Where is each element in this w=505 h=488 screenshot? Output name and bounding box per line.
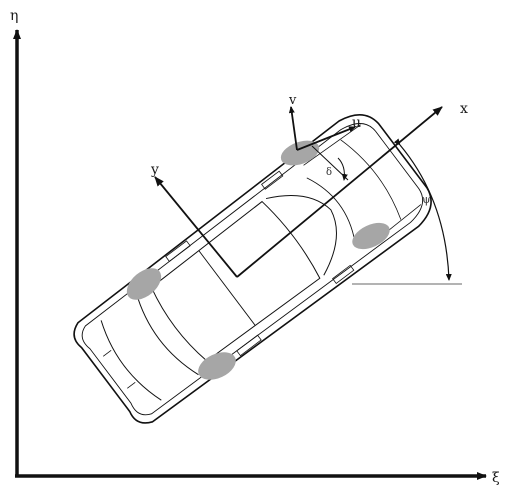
wheel-rear-left: [126, 268, 162, 300]
v-label: v: [288, 93, 297, 108]
wheel-front-left: [280, 140, 320, 166]
u-label: u: [352, 115, 361, 131]
y-label: y: [150, 162, 159, 178]
eta-label: η: [10, 8, 18, 24]
psi-label: ψ: [422, 193, 431, 206]
psi-arc: [393, 138, 452, 281]
delta-arc: [337, 157, 348, 181]
xi-label: ξ: [492, 470, 500, 486]
delta-label: δ: [326, 167, 332, 178]
wheel-front-right: [352, 222, 390, 250]
wheel-rear-right: [198, 352, 236, 380]
u-arrow: [296, 126, 356, 151]
x-axis-body: [236, 106, 443, 278]
y-axis-body: [154, 176, 238, 278]
x-label: x: [460, 101, 468, 117]
v-arrow: [288, 106, 298, 151]
